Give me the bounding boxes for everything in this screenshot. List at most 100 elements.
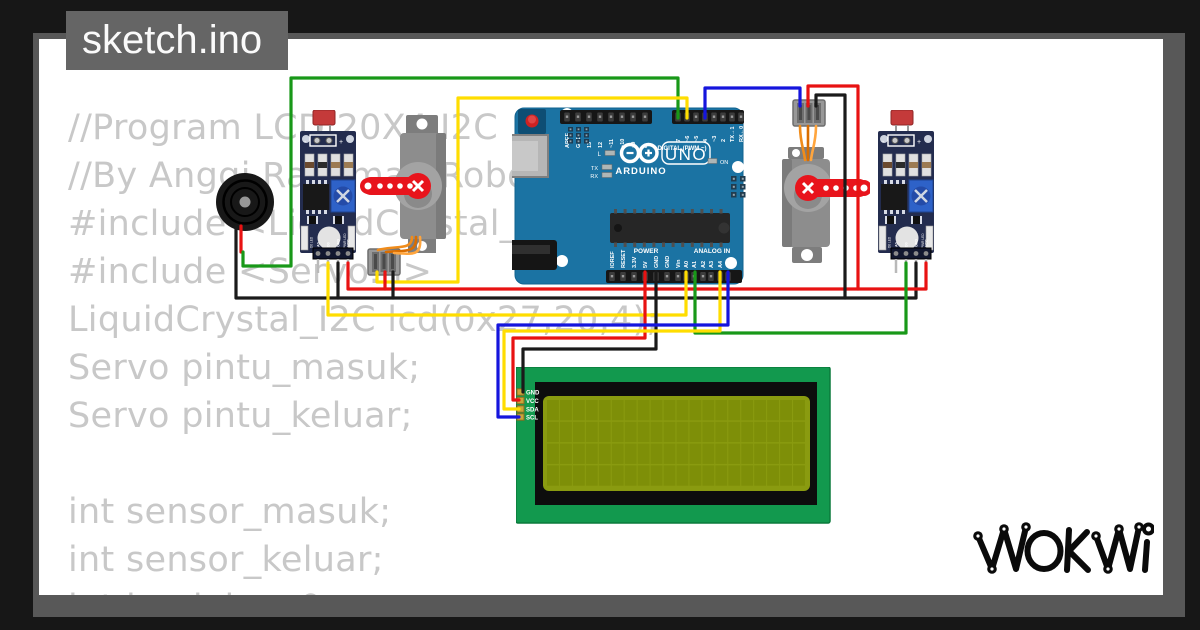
- lcd-cell: [689, 421, 702, 443]
- smd-component: [911, 216, 922, 224]
- pin-label: RESET: [621, 249, 627, 268]
- sensor-pin-label: GND: [914, 239, 918, 247]
- arduino-brand-label: ARDUINO: [615, 166, 666, 177]
- lcd-cell: [611, 421, 624, 443]
- lcd-cell: [702, 400, 715, 421]
- lcd-cell: [676, 443, 689, 464]
- code-line: Servo pintu_masuk;: [68, 348, 421, 388]
- lcd-pin-label: SCL: [526, 415, 538, 421]
- lcd-cell: [767, 443, 780, 464]
- code-line: LiquidCrystal_I2C lcd(0x27,20,4);: [68, 300, 659, 340]
- wokwi-logo: [973, 522, 1154, 574]
- pin-label: Vin: [676, 259, 682, 268]
- lcd-cell: [741, 421, 754, 443]
- connector-pin: [799, 105, 802, 120]
- lcd-cell: [598, 443, 611, 464]
- analog-silk-label: ANALOG IN: [694, 248, 731, 255]
- lcd-cell: [793, 465, 805, 486]
- servo1-connector[interactable]: [367, 248, 401, 276]
- sensor-pin-label: VCC: [924, 239, 928, 247]
- lcd-cell: [780, 421, 792, 443]
- lcd-pin-pad[interactable]: [516, 396, 525, 405]
- connector-pin: [816, 105, 819, 120]
- file-tab-sketch-ino[interactable]: sketch.ino: [66, 11, 288, 70]
- pin-label: GND: [654, 256, 660, 268]
- pin-label: A2: [701, 261, 707, 268]
- lcd-cell: [689, 465, 702, 486]
- pin-label: A0: [684, 261, 690, 268]
- lcd-cell: [572, 443, 585, 464]
- lcd-cell: [780, 443, 792, 464]
- servo2-connector[interactable]: [792, 99, 826, 127]
- lcd-cell: [715, 400, 728, 421]
- lcd-cell: [689, 400, 702, 421]
- lcd-cell: [767, 465, 780, 486]
- arduino-uno-board[interactable]: AREFGND1312~11~10~987~6~54~32TX→1RX←0IOR…: [512, 106, 746, 286]
- lcd-cell: [689, 443, 702, 464]
- pin-label: 4: [703, 138, 709, 142]
- servo-pintu-keluar[interactable]: [766, 145, 870, 265]
- pin-label: IOREF: [610, 251, 616, 268]
- lcd-cell: [780, 465, 792, 486]
- lcd-cell: [663, 465, 676, 486]
- sensor-pin-label: A0: [316, 242, 320, 247]
- led-silk-label: PWR LED: [921, 233, 925, 248]
- lcd-cell: [585, 443, 598, 464]
- lcd-cell: [572, 421, 585, 443]
- lcd-cell: [637, 443, 650, 464]
- plus-label: +: [339, 139, 343, 146]
- wokwi-logo-text: WOKWI: [0, 0, 1, 1]
- lcd-cell: [611, 465, 624, 486]
- chip-dot: [614, 224, 622, 232]
- lcd-cell: [676, 421, 689, 443]
- lcd-pin-pad[interactable]: [516, 405, 525, 413]
- power-jack-highlight: [512, 245, 550, 254]
- lcd-cell: [650, 465, 663, 486]
- lcd-cell: [611, 400, 624, 421]
- plus-label: +: [917, 139, 921, 146]
- sensor-pin-label: D0: [904, 242, 908, 247]
- digital-header-left[interactable]: [560, 110, 652, 124]
- chip-dot: [718, 222, 730, 234]
- lcd-pin-pad[interactable]: [516, 413, 525, 421]
- lcd-cell: [728, 465, 741, 486]
- lcd-cell: [559, 443, 572, 464]
- led-tx: [601, 164, 613, 170]
- led-on-label: ON: [720, 160, 728, 166]
- mounting-hole: [346, 135, 354, 143]
- pin-label: 3.3V: [632, 256, 638, 268]
- lcd-cell: [637, 421, 650, 443]
- d0-led: [300, 225, 309, 251]
- mounting-hole: [924, 135, 932, 143]
- lcd-cell: [585, 421, 598, 443]
- lcd-pin-pad[interactable]: [516, 388, 525, 396]
- connector-pin: [807, 105, 811, 120]
- led-l: [604, 150, 616, 156]
- lcd-cell: [702, 421, 715, 443]
- lcd-cell: [547, 465, 559, 486]
- lcd-cell: [663, 443, 676, 464]
- buzzer[interactable]: [214, 171, 278, 235]
- lcd-pin-label: VCC: [526, 399, 539, 405]
- lcd-cell: [715, 421, 728, 443]
- sensor-pin-label: GND: [336, 239, 340, 247]
- mounting-hole: [732, 161, 744, 173]
- lcd-cell: [650, 421, 663, 443]
- lcd-cell: [741, 465, 754, 486]
- pin-label: RX←0: [739, 126, 745, 142]
- lcd-cell: [559, 421, 572, 443]
- lcd-cell: [715, 443, 728, 464]
- lcd-cell: [624, 465, 637, 486]
- atmega-chip: [610, 213, 730, 243]
- pin-label: TX→1: [730, 126, 736, 142]
- servo-pintu-masuk[interactable]: [360, 115, 464, 265]
- led-on: [707, 158, 718, 164]
- lcd-cell: [793, 421, 805, 443]
- d0-led: [878, 225, 887, 251]
- lcd-cell: [754, 465, 767, 486]
- lcd-cell: [624, 443, 637, 464]
- lcd-cell: [767, 421, 780, 443]
